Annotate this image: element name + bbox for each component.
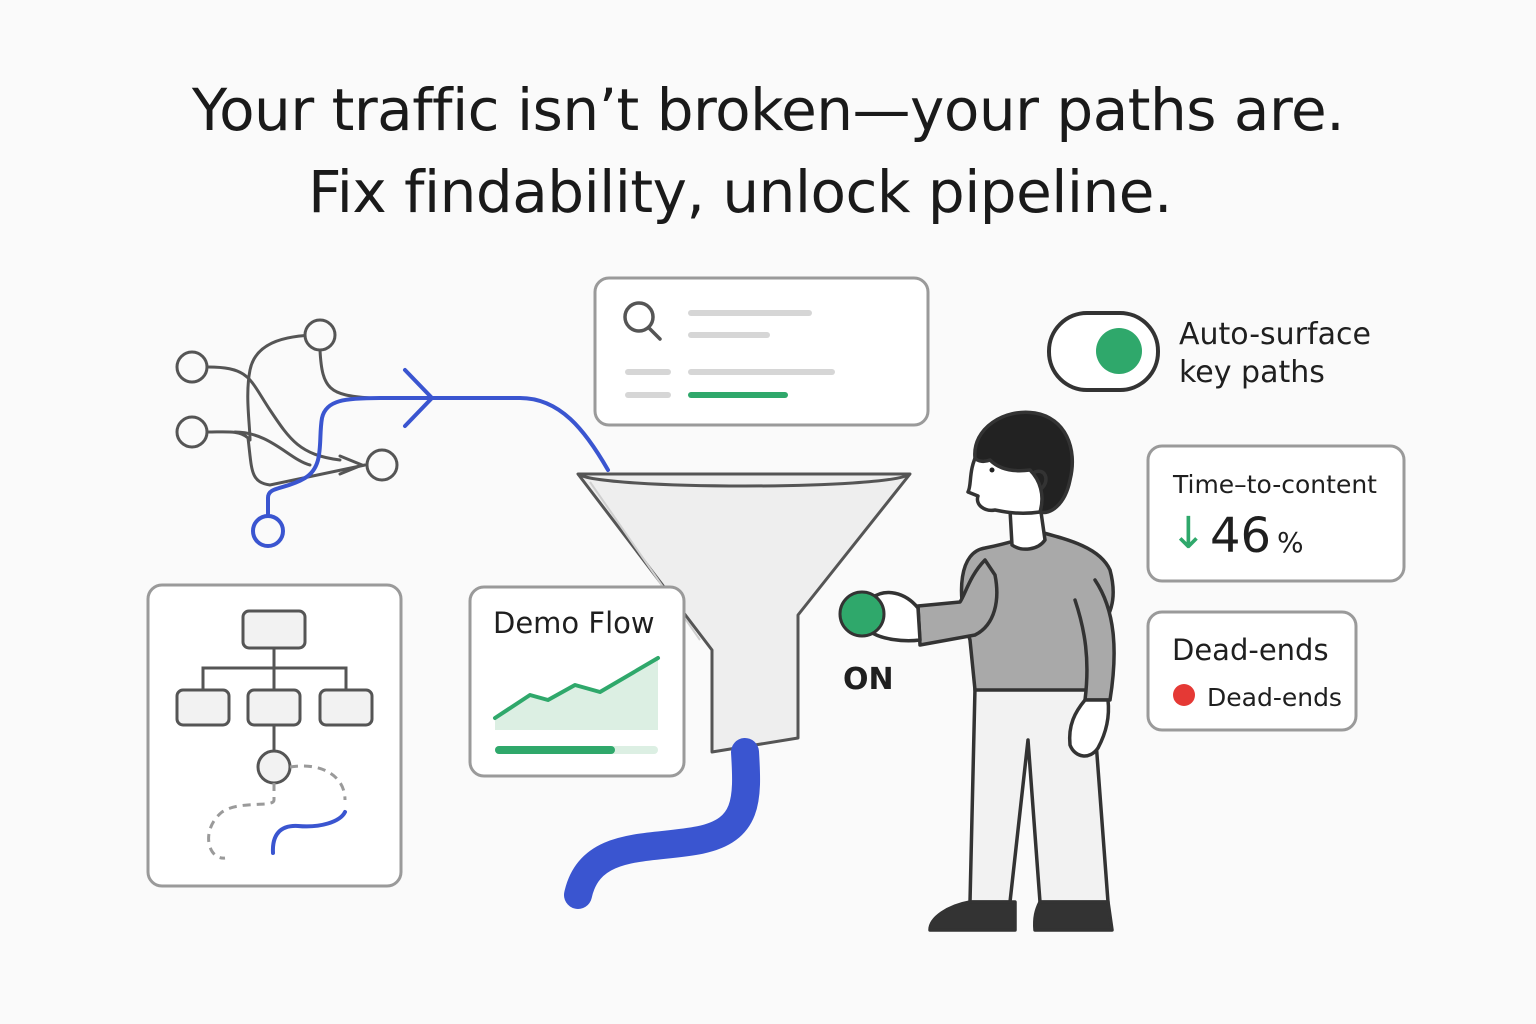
metric-unit: % [1277,526,1304,559]
chart-icon [493,656,660,754]
search-results-card [593,276,930,427]
metric-title: Time–to-content [1173,470,1377,499]
dead-ends-dot [1173,684,1195,706]
toggle-label: Auto-surface key paths [1179,316,1371,392]
person-figure [866,410,1116,932]
dead-ends-legend-label: Dead-ends [1207,683,1342,712]
auto-surface-toggle[interactable] [1047,311,1160,392]
demo-flow-title: Demo Flow [493,606,655,640]
sitemap-card [146,583,403,888]
search-icon [623,301,662,341]
time-to-content-card-bg [1146,444,1406,583]
dead-ends-title: Dead-ends [1172,633,1329,667]
metric-value: 46 [1210,508,1272,564]
blue-traffic-path [251,368,610,548]
demo-flow-card [468,585,686,778]
funnel-icon [564,472,912,909]
down-arrow-icon: ↓ [1170,508,1207,559]
path-network-icon [175,318,399,487]
headline-line-1: Your traffic isn’t broken—your paths are… [191,76,1345,144]
sitemap-icon [175,609,374,785]
on-knob[interactable] [838,590,886,638]
dead-ends-card-bg [1146,610,1358,732]
toggle-label-line-1: Auto-surface [1179,317,1371,352]
toggle-label-line-2: key paths [1179,355,1325,390]
headline-line-2: Fix findability, unlock pipeline. [308,158,1172,226]
on-button-label: ON [843,662,894,697]
